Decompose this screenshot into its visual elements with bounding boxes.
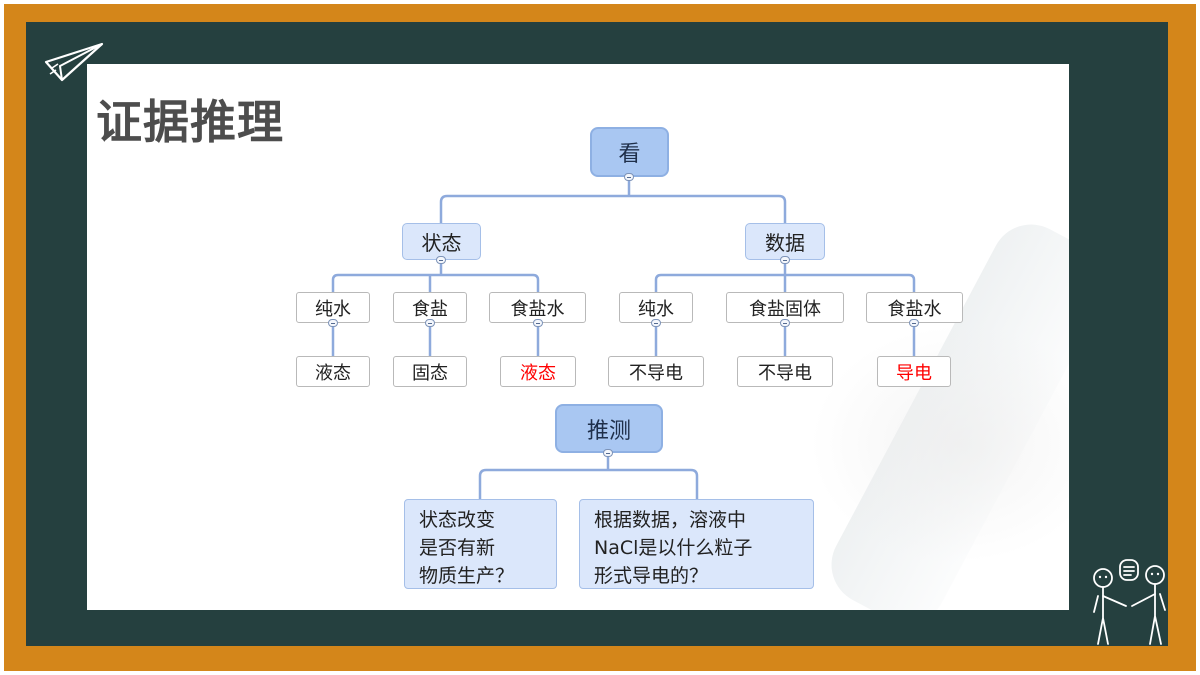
leaf-node-data-salt-solid[interactable]: 食盐固体 [726, 292, 844, 323]
page-title: 证据推理 [96, 95, 284, 149]
paper-airplane-icon [44, 42, 104, 82]
branch-node-data[interactable]: 数据 [745, 223, 825, 260]
question-box-conduction[interactable]: 根据数据，溶液中 NaCl是以什么粒子 形式导电的？ [579, 499, 814, 589]
leaf-node-data-salt-water[interactable]: 食盐水 [866, 292, 963, 323]
content-slide [87, 64, 1069, 610]
question-line: 状态改变 [419, 509, 496, 531]
question-line: 根据数据，溶液中 [594, 509, 747, 531]
root-node-infer[interactable]: 推测 [555, 404, 663, 453]
result-node-solid[interactable]: 固态 [393, 356, 467, 387]
collapse-dot[interactable] [909, 319, 919, 327]
collapse-dot[interactable] [425, 319, 435, 327]
question-line: 形式导电的？ [594, 565, 709, 587]
result-node-nonconductive-1[interactable]: 不导电 [608, 356, 704, 387]
branch-node-state[interactable]: 状态 [402, 223, 481, 260]
question-box-state-change[interactable]: 状态改变 是否有新 物质生产？ [404, 499, 557, 589]
collapse-dot[interactable] [436, 256, 446, 264]
collapse-dot[interactable] [651, 319, 661, 327]
collapse-dot[interactable] [780, 256, 790, 264]
question-line: 物质生产？ [419, 565, 515, 587]
result-node-nonconductive-2[interactable]: 不导电 [737, 356, 833, 387]
leaf-node-data-pure-water[interactable]: 纯水 [619, 292, 693, 323]
root-node-look[interactable]: 看 [590, 127, 669, 177]
two-people-chatting-icon [1093, 559, 1166, 645]
result-node-conductive-highlight[interactable]: 导电 [877, 356, 951, 387]
question-line: 是否有新 [419, 537, 496, 559]
leaf-node-state-salt-water[interactable]: 食盐水 [489, 292, 586, 323]
collapse-dot[interactable] [624, 173, 634, 181]
result-node-liquid-highlight[interactable]: 液态 [500, 356, 576, 387]
collapse-dot[interactable] [780, 319, 790, 327]
question-line: NaCl是以什么粒子 [594, 537, 753, 559]
collapse-dot[interactable] [603, 449, 613, 457]
result-node-liquid-1[interactable]: 液态 [296, 356, 370, 387]
collapse-dot[interactable] [328, 319, 338, 327]
collapse-dot[interactable] [533, 319, 543, 327]
